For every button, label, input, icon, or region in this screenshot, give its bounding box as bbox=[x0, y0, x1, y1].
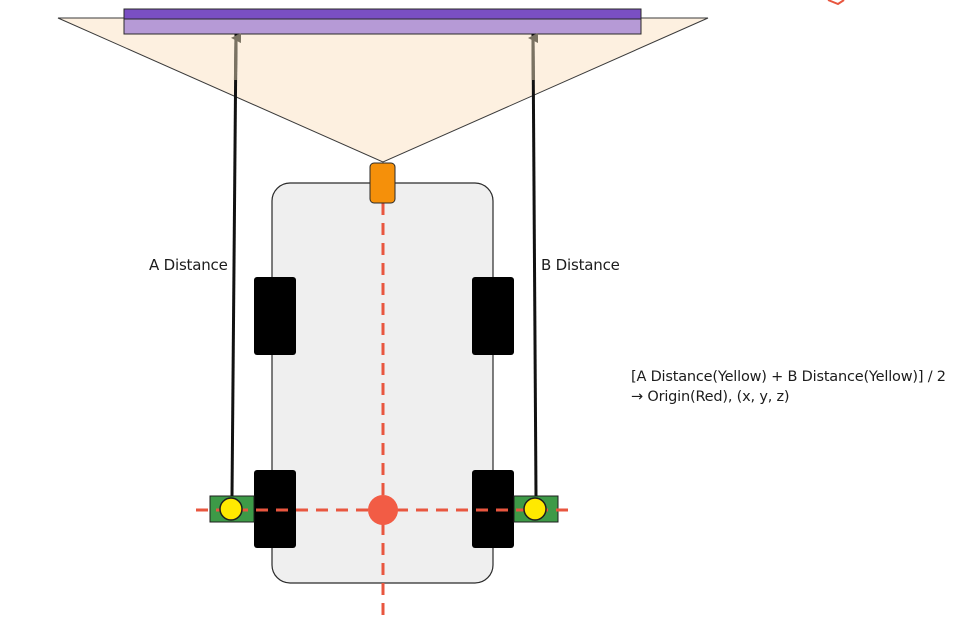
formula-line-2: → Origin(Red), (x, y, z) bbox=[631, 389, 790, 405]
origin-point bbox=[368, 495, 398, 525]
target-bar-top bbox=[123, 8, 642, 20]
target-bar-bottom bbox=[123, 18, 642, 35]
left-sensor bbox=[219, 497, 243, 521]
a-distance-arrow-head-segment bbox=[231, 33, 242, 81]
b-distance-label: B Distance bbox=[541, 256, 620, 274]
corner-red-mark bbox=[827, 0, 845, 6]
formula-line-1: [A Distance(Yellow) + B Distance(Yellow)… bbox=[631, 369, 946, 385]
origin-formula: [A Distance(Yellow) + B Distance(Yellow)… bbox=[631, 367, 946, 407]
front-camera bbox=[369, 162, 396, 204]
b-distance-arrow bbox=[531, 33, 538, 497]
a-distance-arrow bbox=[230, 33, 238, 497]
camera-field-of-view bbox=[57, 17, 709, 163]
rear-left-wheel bbox=[254, 470, 296, 548]
front-left-wheel bbox=[254, 277, 296, 355]
front-right-wheel bbox=[472, 277, 514, 355]
right-sensor bbox=[523, 497, 547, 521]
rear-right-wheel bbox=[472, 470, 514, 548]
a-distance-label: A Distance bbox=[149, 256, 228, 274]
